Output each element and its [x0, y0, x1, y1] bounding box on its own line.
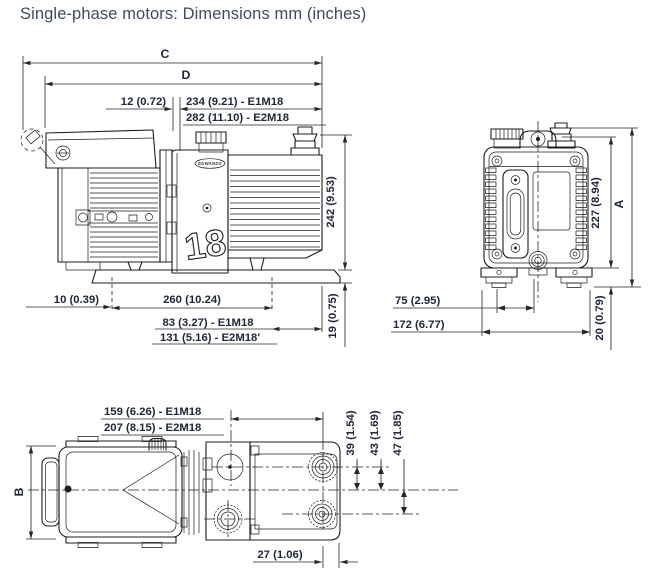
sight-glass-plate	[502, 169, 529, 259]
dim-edge-offset-27: 27 (1.06)	[257, 549, 302, 561]
dim-offset-39: 39 (1.54)	[345, 410, 357, 455]
motor-body	[57, 167, 161, 263]
dim-foot-spacing-172: 172 (6.77)	[393, 319, 445, 331]
base-tab	[127, 261, 143, 271]
motor-side	[20, 128, 161, 271]
dim-gap-12: 12 (0.72)	[121, 96, 166, 108]
dim-overall-height-a: A	[612, 199, 626, 208]
cable-gland-callout	[20, 128, 44, 152]
dim-length-e2m18: 282 (11.10) - E2M18	[186, 112, 289, 124]
motor-body-top	[58, 446, 183, 538]
bell-housing	[159, 149, 177, 263]
pump-model-badge: 18	[182, 221, 228, 267]
end-view-top-ports	[490, 122, 576, 149]
dim-overall-length-d: D	[182, 68, 191, 82]
inlet-port	[290, 126, 320, 156]
edwards-logo-outline	[194, 158, 226, 169]
lifting-boss	[519, 130, 557, 149]
side-view-dimensions: C D 12 (0.72) 234 (9.21) - E1M18 282 (11…	[22, 47, 352, 347]
pump-fin-block	[227, 154, 323, 251]
oil-drain-plug	[528, 251, 548, 270]
dim-overhang-e2m18: 131 (5.16) - E2M18'	[160, 332, 260, 344]
motor-nameplate-lug	[75, 209, 91, 226]
dim-body-height-227: 227 (8.94)	[590, 177, 602, 229]
dim-base-height-19: 19 (0.75)	[327, 293, 339, 338]
coupling-top	[180, 450, 200, 535]
rating-label	[532, 171, 571, 231]
dim-offset-47: 47 (1.85)	[392, 410, 404, 455]
outlet-port-top	[308, 500, 336, 528]
end-view-dimensions: 227 (8.94) A 20 (0.79) 75 (2.95) 172 (6.…	[391, 127, 641, 350]
dim-foot-spacing-75: 75 (2.95)	[395, 295, 440, 307]
pump-cooling-fins	[230, 169, 320, 248]
dim-port-e2m18: 207 (8.15) - E2M18	[104, 422, 201, 434]
filler-cap-top	[148, 437, 167, 451]
page-title: Single-phase motors: Dimensions mm (inch…	[20, 5, 367, 23]
base-rail	[91, 269, 341, 284]
motor-cooling-fins	[90, 172, 158, 258]
dim-overhang-e1m18: 83 (3.27) - E1M18	[162, 317, 253, 329]
pump-body-top	[249, 441, 341, 541]
dim-foot-height-20: 20 (0.79)	[594, 295, 606, 340]
port-knurled	[213, 504, 243, 534]
gas-ballast-knob	[216, 453, 244, 481]
terminal-box-screw	[55, 145, 71, 161]
oil-sight-glass	[506, 188, 525, 240]
cable-gland-icon	[25, 129, 41, 145]
right-rib-stack	[575, 167, 587, 250]
dim-overall-width-b: B	[12, 487, 26, 496]
outlet-port-end	[547, 122, 576, 149]
pump-end-body	[483, 146, 589, 276]
dim-length-e1m18: 234 (9.21) - E1M18	[186, 96, 283, 108]
dim-port-e1m18: 159 (6.26) - E1M18	[104, 406, 201, 418]
top-view-centerlines	[28, 410, 458, 538]
inlet-port-top	[308, 452, 338, 482]
top-view: 159 (6.26) - E1M18 207 (8.15) - E2M18 B …	[12, 406, 458, 568]
terminal-box-top	[65, 440, 177, 448]
end-view-feet	[480, 267, 593, 288]
pump-top	[202, 441, 341, 541]
terminal-box	[45, 129, 157, 169]
dim-overall-length-c: C	[161, 47, 170, 61]
base-tab	[249, 257, 265, 271]
dim-base-length-260: 260 (10.24)	[163, 294, 221, 306]
left-rib-stack	[485, 167, 497, 250]
end-view: 227 (8.94) A 20 (0.79) 75 (2.95) 172 (6.…	[391, 121, 641, 350]
motor-top	[41, 436, 183, 548]
pump-side: EDWARDS 18	[91, 126, 341, 284]
motor-end-cap	[41, 457, 60, 527]
dim-foot-offset-10: 10 (0.39)	[54, 294, 99, 306]
dim-offset-43: 43 (1.69)	[369, 410, 381, 455]
motor-foot	[65, 261, 101, 271]
edwards-logo: EDWARDS	[198, 161, 222, 166]
dim-height-242: 242 (9.53)	[325, 176, 337, 228]
fan-cowl-marks	[122, 454, 180, 525]
top-view-dimensions: 159 (6.26) - E1M18 207 (8.15) - E2M18 B …	[12, 406, 407, 568]
side-view: C D 12 (0.72) 234 (9.21) - E1M18 282 (11…	[20, 47, 352, 347]
